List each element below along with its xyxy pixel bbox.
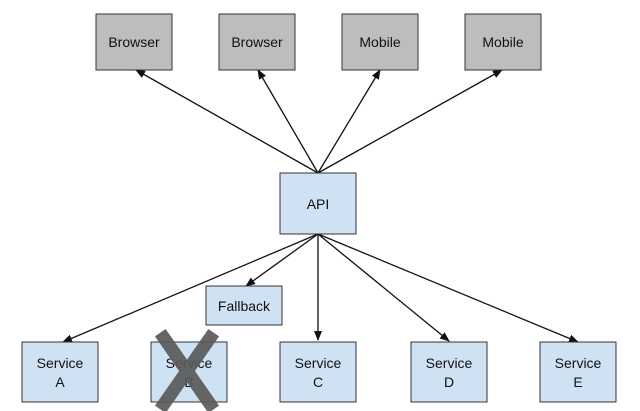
fallback-label: Fallback (218, 298, 271, 314)
client-browser-1: Browser (95, 13, 173, 71)
edge-api-to-service-e (317, 233, 579, 343)
fallback-box (205, 285, 283, 326)
edge-api-to-fallback (245, 233, 319, 287)
client-label: Browser (108, 34, 160, 50)
client-label: Mobile (482, 34, 523, 50)
service-d: Service D (410, 341, 488, 403)
client-mobile-1: Mobile (341, 13, 419, 71)
service-box (410, 341, 488, 403)
client-label: Browser (231, 34, 283, 50)
client-label: Mobile (359, 34, 400, 50)
service-label-line1: Service (295, 355, 342, 371)
service-label-line1: Service (555, 355, 602, 371)
edge-api-to-browser-1 (135, 69, 319, 174)
service-box (21, 341, 99, 403)
client-box (218, 13, 296, 71)
edge-api-to-mobile-1 (317, 69, 381, 174)
client-box (95, 13, 173, 71)
client-box (464, 13, 542, 71)
service-e: Service E (539, 341, 617, 403)
client-edges (135, 69, 503, 174)
x-mark-icon (154, 328, 220, 411)
service-label-line2: A (55, 374, 65, 390)
service-b: Service B (150, 328, 228, 411)
api-label: API (307, 196, 330, 212)
service-c: Service C (279, 341, 357, 403)
api-node: API (279, 172, 357, 235)
service-box (539, 341, 617, 403)
service-label-line2: E (573, 374, 582, 390)
edge-api-to-service-d (317, 233, 450, 342)
service-label-line1: Service (426, 355, 473, 371)
client-browser-2: Browser (218, 13, 296, 71)
edge-api-to-mobile-2 (317, 69, 503, 174)
service-label-line2: D (444, 374, 454, 390)
service-label-line1: Service (37, 355, 84, 371)
edge-api-to-browser-2 (257, 69, 319, 174)
service-label-line2: C (313, 374, 323, 390)
fallback-node: Fallback (205, 285, 283, 326)
client-box (341, 13, 419, 71)
client-mobile-2: Mobile (464, 13, 542, 71)
service-a: Service A (21, 341, 99, 403)
edge-api-to-service-a (62, 233, 319, 343)
service-box (279, 341, 357, 403)
api-box (279, 172, 357, 235)
service-edges (62, 233, 579, 343)
